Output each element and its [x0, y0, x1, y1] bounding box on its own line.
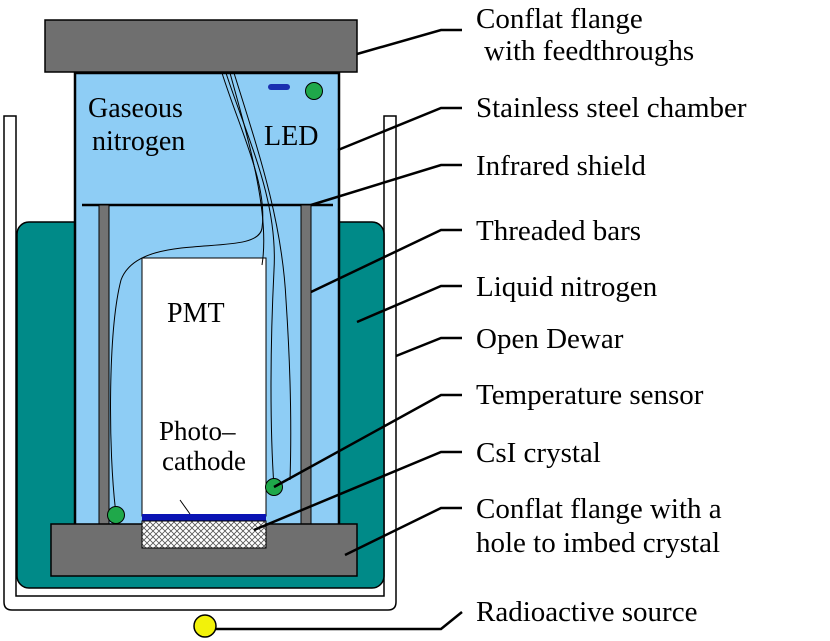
pmt — [141, 257, 267, 517]
label-pmt: PMT — [167, 298, 225, 329]
radioactive-source-icon — [193, 614, 217, 638]
label-conflat-flange-bottom-line1: Conflat flange with a — [476, 493, 722, 525]
wires — [110, 72, 292, 515]
label-liquid-nitrogen: Liquid nitrogen — [476, 271, 658, 303]
label-stainless-steel-chamber: Stainless steel chamber — [476, 92, 747, 124]
label-gaseous-nitrogen-line1: Gaseous — [88, 93, 183, 124]
open-dewar — [3, 115, 397, 611]
label-led: LED — [264, 121, 318, 152]
sensor-top-icon — [305, 82, 323, 100]
label-temperature-sensor: Temperature sensor — [476, 379, 704, 411]
label-infrared-shield: Infrared shield — [476, 150, 646, 182]
label-photocathode-line2: cathode — [162, 446, 246, 476]
csi-crystal — [141, 520, 267, 549]
label-conflat-flange-top-line2: with feedthroughs — [484, 35, 694, 67]
sensor-left-icon — [107, 506, 125, 524]
top-conflat-flange — [44, 19, 358, 73]
photocathode — [142, 514, 266, 521]
label-photocathode-line1: Photo– — [159, 416, 236, 446]
label-csi-crystal: CsI crystal — [476, 437, 601, 469]
leader-lines — [179, 28, 463, 631]
label-gaseous-nitrogen-line2: nitrogen — [92, 126, 185, 157]
label-radioactive-source: Radioactive source — [476, 596, 697, 628]
label-conflat-flange-bottom-line2: hole to imbed crystal — [476, 527, 720, 559]
threaded-bar-right — [300, 204, 312, 526]
label-conflat-flange-top-line1: Conflat flange — [476, 3, 643, 35]
threaded-bar-left — [98, 204, 110, 526]
label-open-dewar: Open Dewar — [476, 323, 624, 355]
label-threaded-bars: Threaded bars — [476, 215, 641, 247]
led-icon — [268, 84, 290, 90]
